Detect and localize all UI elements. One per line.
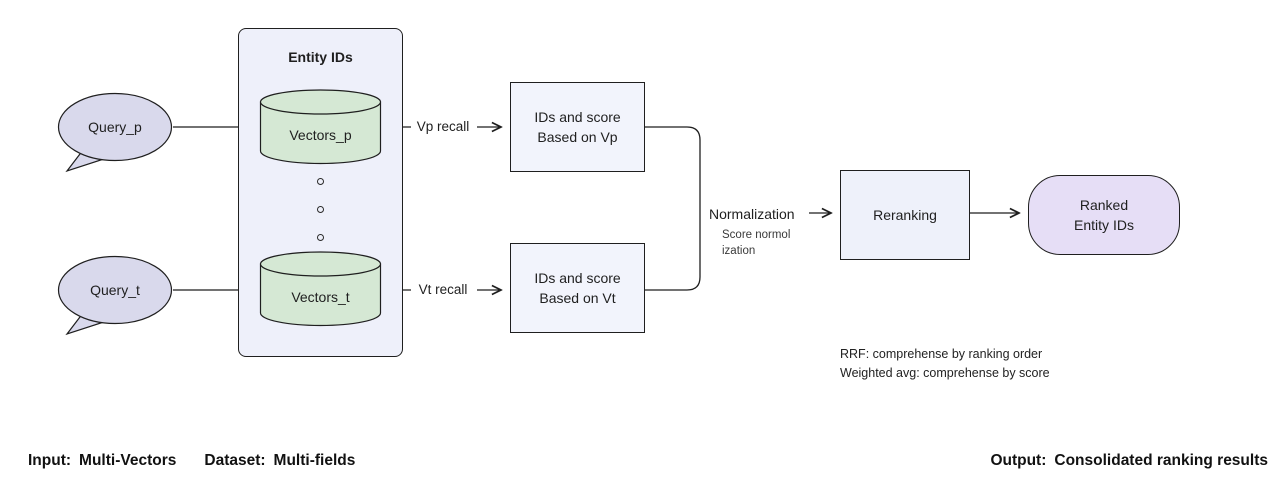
- ellipsis-dot: [317, 206, 324, 213]
- node-vectors-p: Vectors_p: [259, 88, 382, 165]
- dataset-value: Multi-fields: [273, 452, 356, 469]
- ranked-line2: Entity IDs: [1074, 217, 1134, 233]
- node-ids-score-vt: IDs and score Based on Vt: [510, 243, 645, 333]
- ids-vt-line2: Based on Vt: [539, 290, 616, 306]
- footer-output: Output: Consolidated ranking results: [990, 452, 1268, 470]
- output-label: Output:: [990, 452, 1047, 469]
- node-vectors-t: Vectors_t: [259, 250, 382, 327]
- rrf-note: RRF: comprehense by ranking order: [840, 347, 1043, 361]
- speech-bubble-shape: [57, 92, 173, 173]
- node-reranking: Reranking: [840, 170, 970, 260]
- entity-ids-title: Entity IDs: [288, 49, 353, 65]
- ids-vt-line1: IDs and score: [534, 270, 621, 286]
- ids-vp-line1: IDs and score: [534, 109, 621, 125]
- dataset-label: Dataset:: [204, 452, 266, 469]
- node-query-t: Query_t: [57, 255, 173, 337]
- input-value: Multi-Vectors: [79, 452, 177, 469]
- input-label: Input:: [28, 452, 72, 469]
- normalization-subnote: Score normol ization: [722, 227, 790, 259]
- input-pair: Input: Multi-Vectors: [28, 452, 176, 469]
- node-ids-score-vp: IDs and score Based on Vp: [510, 82, 645, 172]
- edge-boxvp-merge: [645, 126, 701, 212]
- footer-input-dataset: Input: Multi-Vectors Dataset: Multi-fields: [28, 452, 355, 470]
- ellipsis-dot: [317, 234, 324, 241]
- ellipsis-dot: [317, 178, 324, 185]
- output-value: Consolidated ranking results: [1054, 452, 1268, 469]
- reranking-notes: RRF: comprehense by ranking order Weight…: [840, 345, 1050, 383]
- ranked-line1: Ranked: [1079, 197, 1129, 213]
- vectors-p-label: Vectors_p: [289, 126, 352, 143]
- ids-vp-line2: Based on Vp: [537, 129, 618, 145]
- edge-boxvt-merge: [645, 212, 701, 291]
- reranking-label: Reranking: [873, 207, 937, 223]
- node-ranked-entity-ids: Ranked Entity IDs: [1028, 175, 1180, 255]
- edge-label-vp-recall: Vp recall: [416, 119, 470, 134]
- database-cylinder-shape: [259, 251, 382, 327]
- weighted-avg-note: Weighted avg: comprehense by score: [840, 366, 1050, 380]
- vectors-t-label: Vectors_t: [291, 288, 350, 305]
- speech-bubble-shape: [57, 255, 173, 336]
- edge-label-vt-recall: Vt recall: [418, 282, 468, 297]
- normalization-subnote-line1: Score normol: [722, 229, 791, 241]
- query-p-label: Query_p: [88, 119, 142, 135]
- dataset-pair: Dataset: Multi-fields: [204, 452, 355, 469]
- database-cylinder-shape: [259, 89, 382, 165]
- normalization-subnote-line2: ization: [722, 245, 756, 257]
- node-query-p: Query_p: [57, 92, 173, 174]
- edge-label-normalization: Normalization: [709, 206, 795, 222]
- query-t-label: Query_t: [90, 282, 140, 298]
